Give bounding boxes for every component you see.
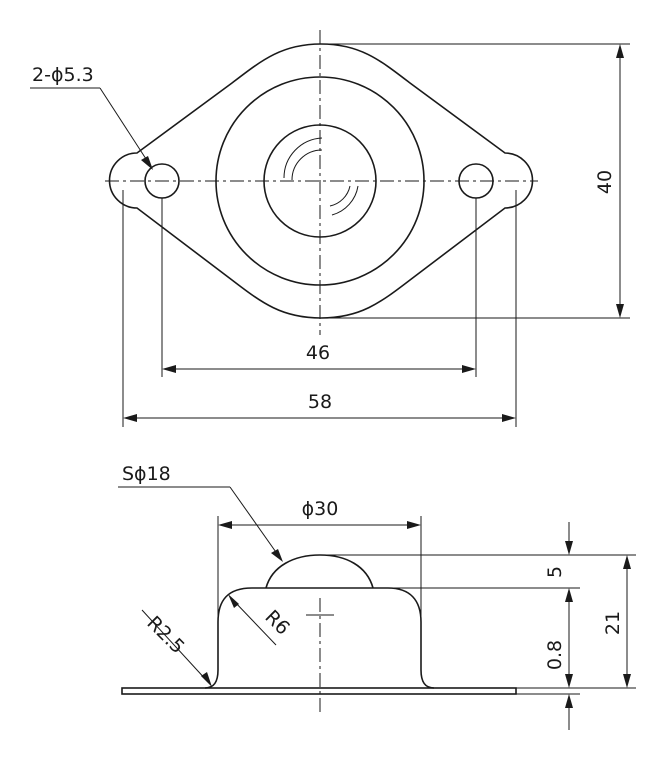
holes-callout: 2-ϕ5.3 xyxy=(32,64,94,86)
housing-diameter-dimension: ϕ30 xyxy=(217,498,422,618)
top-view xyxy=(105,30,538,335)
ball-protrusion-label: 5 xyxy=(544,566,566,578)
flange-outline xyxy=(108,43,534,319)
height-dimension: 40 xyxy=(322,43,630,319)
height-dimensions-side: 5 0.8 21 xyxy=(322,522,636,730)
height-dim-label: 40 xyxy=(594,170,616,194)
ball-leader: Sϕ18 xyxy=(118,463,283,562)
housing-profile xyxy=(204,587,435,689)
hole-pitch-dimension: 46 xyxy=(161,198,477,377)
ball-highlight-arc xyxy=(283,137,323,179)
ball-callout: Sϕ18 xyxy=(122,463,171,485)
ball-highlight-arc xyxy=(329,185,351,207)
bend-radius-label: R2.5 xyxy=(142,612,188,658)
base-plate xyxy=(121,687,517,695)
housing-diameter-label: ϕ30 xyxy=(302,498,339,520)
housing-radius-leader: R6 xyxy=(228,594,294,646)
overall-width-dimension: 58 xyxy=(122,190,517,427)
overall-width-label: 58 xyxy=(308,391,332,413)
hole-pitch-label: 46 xyxy=(306,342,330,364)
plate-thickness-label: 0.8 xyxy=(544,640,566,670)
ball-dome xyxy=(265,554,374,589)
side-view xyxy=(121,554,517,712)
ball-highlight-arc xyxy=(291,149,323,181)
ball-highlight-arc xyxy=(331,185,359,216)
total-height-label: 21 xyxy=(602,611,624,635)
bend-radius-leader: R2.5 xyxy=(141,609,212,687)
holes-leader: 2-ϕ5.3 xyxy=(30,64,153,170)
